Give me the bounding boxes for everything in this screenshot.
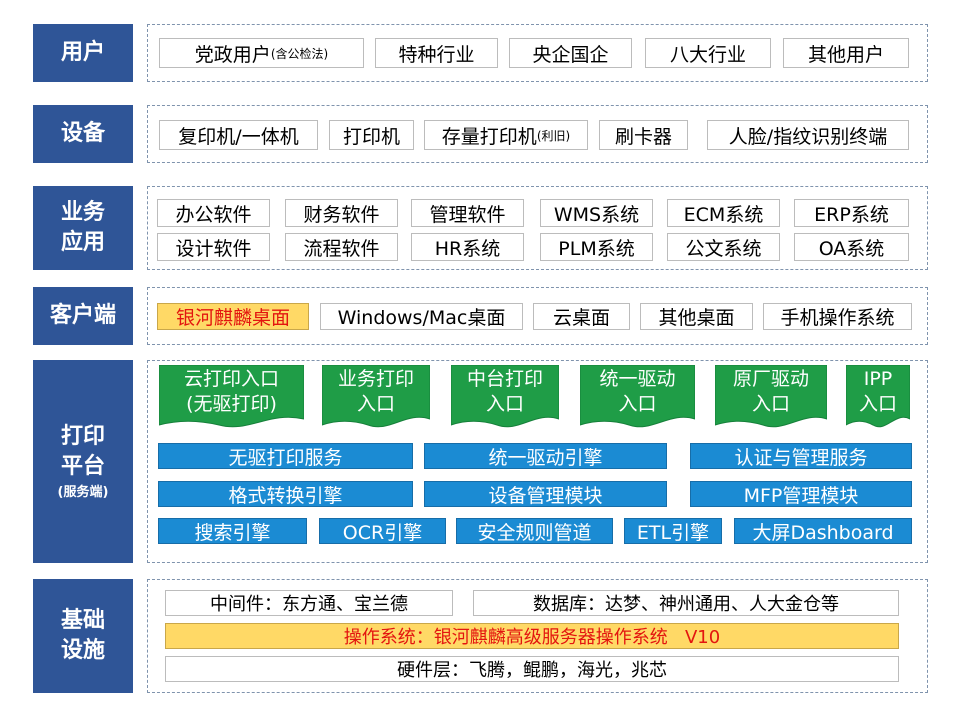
- entry-oem-driver: 原厂驱动入口: [715, 365, 827, 431]
- entry-business-print: 业务打印入口: [322, 365, 430, 431]
- app-finance: 财务软件: [285, 199, 398, 227]
- app-document: 公文系统: [667, 233, 780, 261]
- user-special-industry: 特种行业: [375, 38, 498, 68]
- client-kylin-desktop: 银河麒麟桌面: [157, 303, 309, 330]
- layer-label-infra: 基础 设施: [33, 579, 133, 693]
- infra-hardware: 硬件层：飞腾，鲲鹏，海光，兆芯: [165, 656, 899, 682]
- user-other: 其他用户: [783, 38, 909, 68]
- entry-cloud-print: 云打印入口(无驱打印): [159, 365, 304, 431]
- app-office: 办公软件: [157, 199, 270, 227]
- app-erp: ERP系统: [794, 199, 909, 227]
- service-format-conversion: 格式转换引擎: [158, 481, 413, 507]
- layer-label-users: 用户: [33, 24, 133, 82]
- flag-shape-icon: [715, 365, 827, 428]
- service-security-pipeline: 安全规则管道: [456, 518, 613, 544]
- infra-operating-system: 操作系统：银河麒麟高级服务器操作系统 V10: [165, 623, 899, 649]
- infra-database: 数据库：达梦、神州通用、人大金仓等: [473, 590, 899, 616]
- flag-shape-icon: [159, 365, 304, 428]
- device-biometric-terminal: 人脸/指纹识别终端: [707, 120, 909, 150]
- client-windows-mac: Windows/Mac桌面: [320, 303, 523, 330]
- app-workflow: 流程软件: [285, 233, 398, 261]
- flag-shape-icon: [451, 365, 559, 428]
- entry-midplatform-print: 中台打印入口: [451, 365, 559, 431]
- entry-unified-driver: 统一驱动入口: [580, 365, 695, 431]
- layer-label-client: 客户端: [33, 287, 133, 345]
- app-design: 设计软件: [157, 233, 270, 261]
- app-plm: PLM系统: [540, 233, 653, 261]
- user-party-gov: 党政用户(含公检法): [159, 38, 364, 68]
- service-auth-management: 认证与管理服务: [690, 443, 912, 469]
- layer-label-platform: 打印 平台 (服务端): [33, 360, 133, 563]
- device-copier: 复印机/一体机: [159, 120, 318, 150]
- client-other-desktop: 其他桌面: [640, 303, 753, 330]
- flag-shape-icon: [580, 365, 695, 428]
- device-printer: 打印机: [329, 120, 414, 150]
- app-wms: WMS系统: [540, 199, 653, 227]
- client-mobile-os: 手机操作系统: [763, 303, 912, 330]
- service-search-engine: 搜索引擎: [158, 518, 307, 544]
- app-ecm: ECM系统: [667, 199, 780, 227]
- flag-shape-icon: [846, 365, 910, 428]
- service-driverless-print: 无驱打印服务: [158, 443, 413, 469]
- service-device-management: 设备管理模块: [424, 481, 667, 507]
- service-ocr-engine: OCR引擎: [319, 518, 446, 544]
- service-dashboard: 大屏Dashboard: [734, 518, 912, 544]
- user-soe: 央企国企: [509, 38, 632, 68]
- service-unified-driver-engine: 统一驱动引擎: [424, 443, 667, 469]
- app-oa: OA系统: [794, 233, 909, 261]
- layer-label-apps: 业务 应用: [33, 186, 133, 270]
- infra-middleware: 中间件：东方通、宝兰德: [165, 590, 453, 616]
- device-legacy-printer: 存量打印机(利旧): [424, 120, 588, 150]
- client-cloud-desktop: 云桌面: [533, 303, 630, 330]
- layer-label-devices: 设备: [33, 105, 133, 163]
- app-hr: HR系统: [411, 233, 524, 261]
- service-mfp-management: MFP管理模块: [690, 481, 912, 507]
- device-card-reader: 刷卡器: [599, 120, 688, 150]
- app-management: 管理软件: [411, 199, 524, 227]
- flag-shape-icon: [322, 365, 430, 428]
- service-etl-engine: ETL引擎: [624, 518, 722, 544]
- user-eight-industries: 八大行业: [645, 38, 771, 68]
